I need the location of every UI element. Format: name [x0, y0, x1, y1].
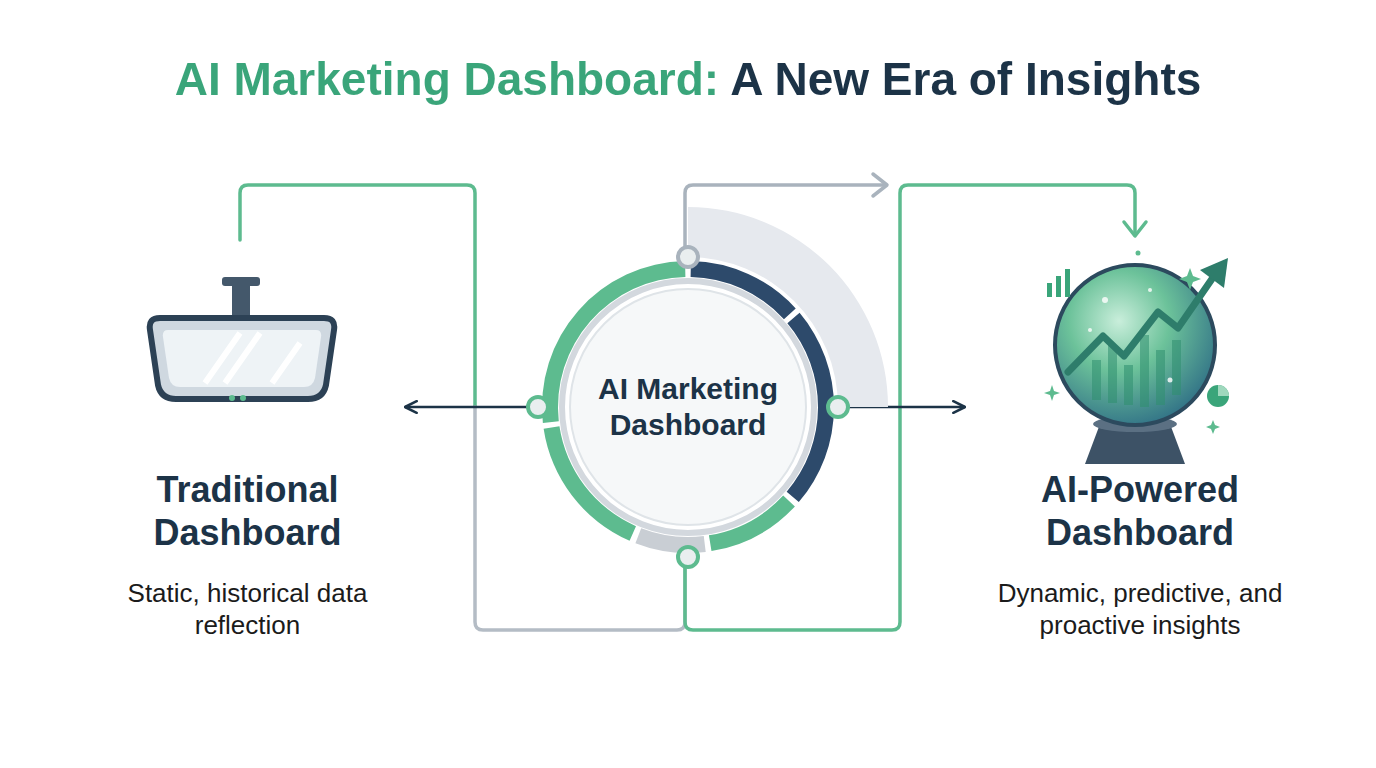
mini-pie-slice: [1218, 385, 1229, 396]
sparkle: [1179, 268, 1201, 290]
mirror-frame: [150, 318, 335, 399]
node-description: Static, historical data reflection: [128, 578, 368, 640]
ring-dot: [828, 397, 848, 417]
node-heading: AI Marketing Dashboard: [578, 371, 798, 443]
mirror-dot: [240, 395, 246, 401]
mirror-mount: [222, 277, 260, 286]
mini-bars: [1047, 269, 1070, 297]
hub-face: [570, 289, 806, 525]
trend-line: [1068, 276, 1214, 372]
crystal-ball: [1055, 265, 1215, 425]
ring-dot: [528, 397, 548, 417]
arrow-head: [873, 174, 887, 196]
ring-group: [528, 207, 888, 567]
node-description: Dynamic, predictive, and proactive insig…: [998, 578, 1283, 640]
hub-ring: [538, 257, 838, 557]
mirror-stem: [232, 285, 250, 319]
concept-panel: AI-Powered DashboardDynamic, predictive,…: [965, 265, 1315, 655]
title-bar: AI Marketing Dashboard: A New Era of Ins…: [0, 52, 1376, 107]
node-heading: Traditional Dashboard: [90, 468, 405, 554]
sparkle: [1044, 385, 1060, 401]
dot: [1136, 251, 1141, 256]
flow-lines: [240, 174, 1146, 630]
node-heading: AI-Powered Dashboard: [965, 468, 1315, 554]
sparkle: [1206, 420, 1220, 434]
hub-circle: AI Marketing Dashboard: [538, 257, 838, 557]
diagram-title: AI Marketing Dashboard: A New Era of Ins…: [175, 52, 1202, 107]
ring-dot: [678, 547, 698, 567]
crystal-ball-icon: [1044, 251, 1229, 465]
mini-pie: [1207, 385, 1229, 407]
arrow-head: [1124, 222, 1146, 236]
mirror-reflection: [205, 333, 300, 383]
connector-arrow: [405, 406, 538, 409]
mirror-glass: [163, 330, 321, 387]
concept-panel: Traditional DashboardStatic, historical …: [90, 265, 405, 655]
trend-arrow: [1200, 258, 1228, 288]
mirror-dot: [229, 395, 235, 401]
mirror-icon: [150, 277, 335, 401]
ring-dot: [678, 247, 698, 267]
inner-ring: [562, 281, 814, 533]
ball-bars: [1092, 335, 1181, 407]
